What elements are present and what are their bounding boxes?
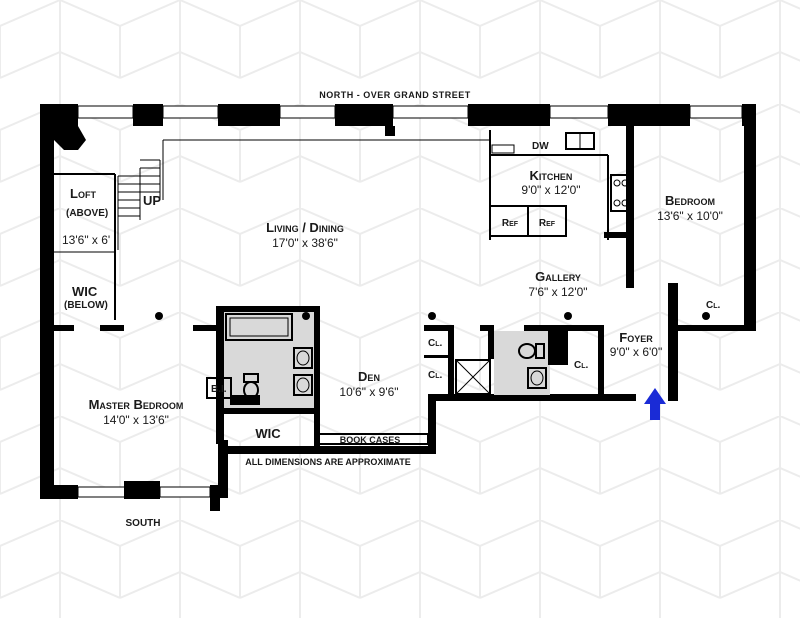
column-icon bbox=[428, 312, 436, 320]
foyer-dims: 9'0" x 6'0" bbox=[610, 345, 662, 359]
column-icon bbox=[564, 312, 572, 320]
wic-below-note: (Below) bbox=[64, 300, 108, 311]
foyer-name: Foyer bbox=[619, 330, 653, 345]
living-dining-dims: 17'0" x 38'6" bbox=[272, 236, 338, 250]
room-labels: Loft (Above) 13'6" x 6' WIC (Below) UP L… bbox=[62, 141, 723, 529]
exterior-walls bbox=[40, 104, 756, 511]
loft-note: (Above) bbox=[66, 208, 108, 219]
south-label: South bbox=[126, 518, 161, 529]
north-label: North - Over Grand Street bbox=[319, 90, 471, 100]
column-icon bbox=[302, 312, 310, 320]
wic-name: WIC bbox=[255, 426, 281, 441]
bedroom-dims: 13'6" x 10'0" bbox=[657, 209, 723, 223]
built-in-box bbox=[206, 377, 232, 399]
closet-label-2: Cl. bbox=[428, 370, 442, 381]
refrigerator-label-1: Ref bbox=[502, 218, 519, 229]
bedroom-closet-label: Cl. bbox=[706, 300, 720, 311]
kitchen-dims: 9'0" x 12'0" bbox=[521, 183, 580, 197]
book-cases-label: Book Cases bbox=[340, 435, 401, 445]
living-dining-name: Living / Dining bbox=[266, 220, 344, 235]
built-in-label: B.I. bbox=[211, 384, 227, 395]
stairs-icon bbox=[117, 159, 161, 250]
master-bedroom-name: Master Bedroom bbox=[89, 397, 184, 412]
loft-dims: 13'6" x 6' bbox=[62, 233, 110, 247]
dimensions-disclaimer: All Dimensions Are Approximate bbox=[245, 457, 411, 467]
wic-below-name: WIC bbox=[72, 284, 98, 299]
entry-arrow-icon[interactable] bbox=[644, 388, 666, 420]
sink-icon bbox=[293, 347, 547, 396]
master-bedroom-dims: 14'0" x 13'6" bbox=[103, 413, 169, 427]
toilet-icon bbox=[243, 343, 545, 399]
dishwasher-label: DW bbox=[532, 141, 549, 152]
column-icon bbox=[702, 312, 710, 320]
foyer-closet-label: Cl. bbox=[574, 360, 588, 371]
kitchen-name: Kitchen bbox=[530, 168, 573, 183]
bathtub-icon bbox=[225, 313, 293, 341]
loft-name: Loft bbox=[70, 186, 96, 201]
sink-icon bbox=[565, 132, 595, 150]
gallery-name: Gallery bbox=[535, 269, 581, 284]
stove-icon bbox=[610, 174, 632, 212]
den-name: Den bbox=[358, 369, 380, 384]
den-dims: 10'6" x 9'6" bbox=[339, 385, 398, 399]
bedroom-name: Bedroom bbox=[665, 193, 715, 208]
stairs-up-label: UP bbox=[143, 193, 161, 208]
columns bbox=[155, 312, 710, 320]
closet-label-1: Cl. bbox=[428, 338, 442, 349]
column-icon bbox=[155, 312, 163, 320]
refrigerator-label-2: Ref bbox=[539, 218, 556, 229]
gallery-dims: 7'6" x 12'0" bbox=[528, 285, 587, 299]
